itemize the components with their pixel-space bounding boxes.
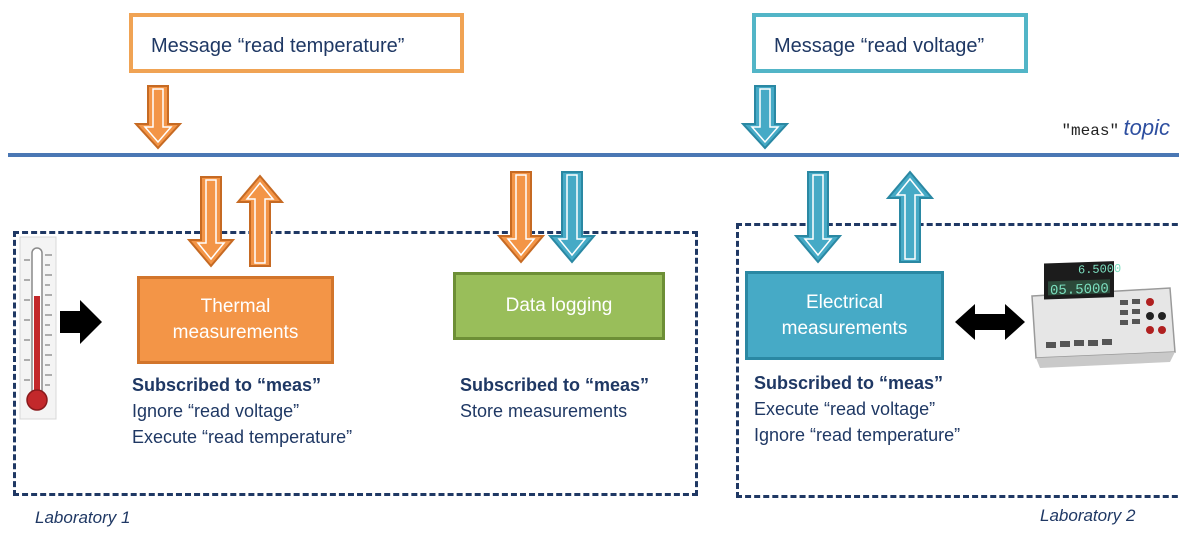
meas-topic-line [8, 153, 1179, 157]
arrow-topic-to-thermal [186, 176, 236, 268]
message-read-temperature-label: Message “read temperature” [151, 35, 405, 57]
arrow-electrical-multimeter [955, 304, 1025, 340]
topic-code: "meas" [1061, 122, 1120, 140]
message-read-voltage: Message “read voltage” [752, 13, 1028, 73]
electrical-description: Subscribed to “meas” Execute “read volta… [754, 370, 960, 448]
arrow-thermal-to-topic [235, 174, 285, 267]
svg-text:6.5000: 6.5000 [1078, 262, 1121, 278]
electrical-rule-2: Ignore “read temperature” [754, 425, 961, 445]
logging-rule-1: Store measurements [460, 401, 628, 421]
electrical-node-line1: Electrical [805, 291, 884, 313]
message-read-temperature: Message “read temperature” [129, 13, 464, 73]
thermal-rule-2: Execute “read temperature” [132, 427, 353, 447]
thermal-subscription: Subscribed to “meas” [132, 375, 322, 395]
laboratory-2-label: Laboratory 2 [1040, 506, 1136, 525]
thermometer-icon [19, 236, 57, 420]
logging-subscription: Subscribed to “meas” [460, 375, 650, 395]
laboratory-1-boundary [13, 231, 698, 496]
electrical-measurements-node: Electrical measurements [745, 271, 944, 360]
arrow-electrical-to-topic [885, 170, 935, 263]
thermal-node-line2: measurements [172, 322, 299, 343]
logging-description: Subscribed to “meas” Store measurements [460, 372, 649, 424]
multimeter-icon: 6.5000 05.5000 [1031, 261, 1176, 368]
arrow-temperature-to-topic [133, 85, 183, 150]
data-logging-node: Data logging [453, 272, 665, 340]
arrow-voltage-to-topic [740, 85, 790, 150]
electrical-node-line2: measurements [781, 317, 908, 339]
arrow-topic-to-logging-orange [496, 171, 546, 264]
thermal-rule-1: Ignore “read voltage” [132, 401, 300, 421]
topic-label: "meas" topic [1010, 115, 1170, 141]
message-read-voltage-label: Message “read voltage” [774, 35, 985, 57]
thermal-description: Subscribed to “meas” Ignore “read voltag… [132, 372, 352, 450]
electrical-rule-1: Execute “read voltage” [754, 399, 936, 419]
laboratory-1-label: Laboratory 1 [35, 508, 131, 527]
thermal-measurements-node: Thermal measurements [137, 276, 334, 364]
arrow-thermometer-to-thermal [60, 300, 102, 344]
arrow-topic-to-logging-teal [547, 171, 597, 264]
topic-word: topic [1123, 115, 1170, 140]
laboratory-2-boundary [736, 223, 1179, 498]
arrow-topic-to-electrical [793, 171, 843, 264]
electrical-subscription: Subscribed to “meas” [754, 373, 944, 393]
data-logging-node-label: Data logging [505, 295, 613, 316]
thermal-node-line1: Thermal [200, 296, 271, 317]
svg-text:05.5000: 05.5000 [1050, 281, 1109, 299]
